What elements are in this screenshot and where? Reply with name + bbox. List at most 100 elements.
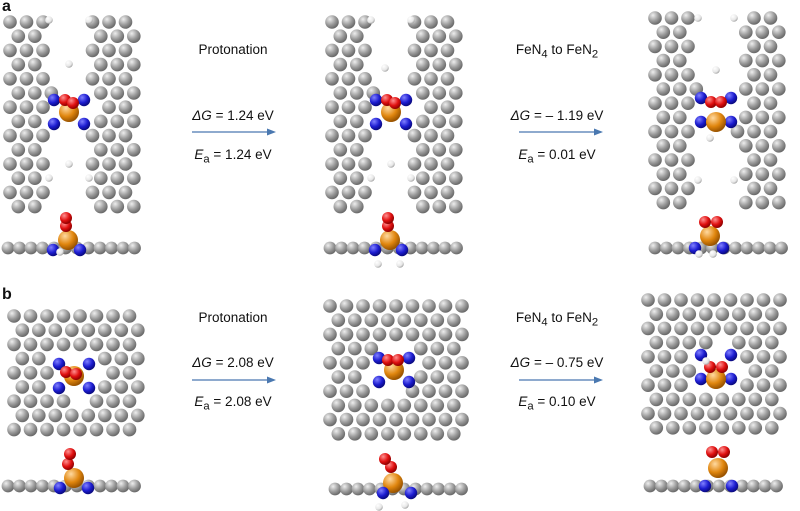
carbon-atom xyxy=(414,313,428,328)
carbon-atom xyxy=(424,43,438,58)
carbon-atom xyxy=(732,392,746,407)
carbon-atom xyxy=(649,335,664,350)
oxygen-atom xyxy=(392,354,404,366)
carbon-atom xyxy=(763,68,778,82)
carbon-atom xyxy=(756,406,771,421)
carbon-atom xyxy=(3,100,17,114)
oxygen-atom xyxy=(711,216,723,228)
carbon-atom xyxy=(397,398,412,413)
carbon-atom xyxy=(689,479,703,493)
carbon-atom xyxy=(756,293,771,307)
carbon-atom xyxy=(422,412,436,427)
nitrogen-atom xyxy=(376,486,390,500)
carbon-atom xyxy=(747,11,761,25)
carbon-atom xyxy=(381,398,395,413)
carbon-atom xyxy=(715,392,730,407)
hydrogen-atom xyxy=(695,250,703,258)
carbon-atom xyxy=(40,309,54,323)
carbon-atom xyxy=(690,321,705,336)
oxygen-atom xyxy=(716,361,728,373)
carbon-atom xyxy=(40,366,54,380)
carbon-atom xyxy=(438,412,453,427)
carbon-atom xyxy=(715,421,730,435)
carbon-atom xyxy=(3,157,17,171)
carbon-atom xyxy=(328,482,342,496)
carbon-atom xyxy=(127,29,141,43)
carbon-atom xyxy=(438,384,453,399)
oxygen-atom xyxy=(382,212,394,224)
oxygen-atom xyxy=(62,458,74,470)
carbon-atom xyxy=(447,427,461,441)
carbon-atom xyxy=(657,350,672,364)
carbon-atom xyxy=(397,313,412,328)
nitrogen-atom xyxy=(81,481,95,495)
carbon-atom xyxy=(407,185,422,200)
carbon-atom xyxy=(350,114,364,129)
carbon-atom xyxy=(655,479,668,493)
carbon-atom xyxy=(449,29,463,43)
carbon-atom xyxy=(331,370,346,384)
carbon-atom xyxy=(763,11,778,25)
activation-energy-label: Ea = 0.01 eV xyxy=(518,147,596,166)
carbon-atom xyxy=(440,72,455,86)
carbon-atom xyxy=(763,96,778,110)
hydrogen-atom xyxy=(45,16,53,24)
nitrogen-atom xyxy=(82,381,96,395)
carbon-atom xyxy=(739,25,753,39)
carbon-atom xyxy=(656,167,671,181)
carbon-atom xyxy=(397,427,412,441)
carbon-atom xyxy=(723,293,738,307)
carbon-atom xyxy=(40,337,54,352)
panel-label-b: b xyxy=(2,286,12,303)
carbon-atom xyxy=(449,143,463,157)
carbon-atom xyxy=(699,335,713,350)
carbon-atom xyxy=(351,482,365,496)
carbon-atom xyxy=(19,15,34,29)
carbon-atom xyxy=(755,195,770,210)
carbon-atom xyxy=(339,356,354,370)
carbon-atom xyxy=(773,406,787,421)
carbon-atom xyxy=(28,114,42,129)
carbon-atom xyxy=(122,394,137,409)
oxygen-atom xyxy=(699,216,711,228)
carbon-atom xyxy=(28,57,42,72)
delta-g-label: ΔG = – 0.75 eV xyxy=(510,355,604,370)
nitrogen-atom xyxy=(402,351,416,365)
carbon-atom xyxy=(681,181,695,196)
carbon-atom xyxy=(430,370,445,384)
carbon-atom xyxy=(364,313,379,328)
nitrogen-atom xyxy=(368,243,382,257)
carbon-atom xyxy=(93,479,107,493)
carbon-atom xyxy=(348,427,362,441)
carbon-atom xyxy=(678,479,691,493)
carbon-atom xyxy=(681,39,695,54)
carbon-atom xyxy=(350,86,364,100)
carbon-atom xyxy=(732,307,746,322)
carbon-atom xyxy=(98,323,112,338)
carbon-atom xyxy=(773,350,787,364)
carbon-atom xyxy=(364,398,379,413)
carbon-atom xyxy=(348,370,362,384)
carbon-atom xyxy=(114,351,129,366)
carbon-atom xyxy=(11,29,26,43)
carbon-atom xyxy=(339,384,354,399)
carbon-atom xyxy=(748,392,763,407)
carbon-atom xyxy=(740,241,754,255)
carbon-atom xyxy=(94,171,108,185)
carbon-atom xyxy=(416,114,430,129)
carbon-atom xyxy=(447,341,461,356)
carbon-atom xyxy=(56,309,71,323)
carbon-atom xyxy=(648,241,662,255)
carbon-atom xyxy=(19,128,34,143)
carbon-atom xyxy=(65,408,79,423)
carbon-atom xyxy=(36,100,50,114)
carbon-atom xyxy=(682,335,697,350)
carbon-atom xyxy=(348,341,362,356)
carbon-atom xyxy=(356,384,370,399)
reaction-arrow xyxy=(192,128,276,136)
carbon-atom xyxy=(36,128,50,143)
carbon-atom xyxy=(341,128,356,143)
carbon-atom xyxy=(358,43,372,58)
hydrogen-atom xyxy=(367,16,375,24)
carbon-atom xyxy=(455,327,469,342)
